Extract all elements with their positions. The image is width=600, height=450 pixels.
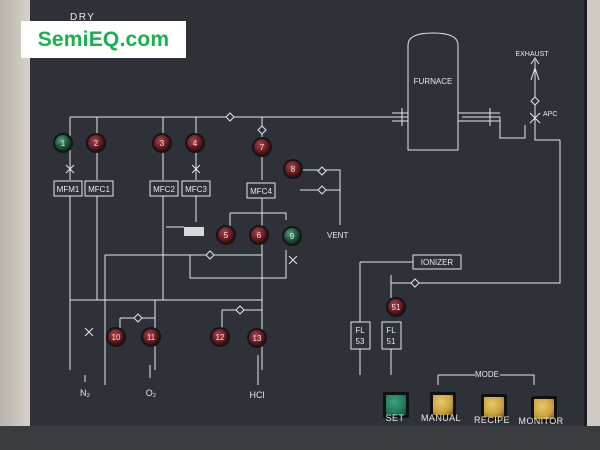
vent-label: VENT — [327, 231, 348, 240]
filter-boxes: FL 53 FL 51 — [350, 321, 402, 350]
valve-51-button[interactable]: 51 — [386, 297, 406, 317]
valve-number-label: 12 — [216, 333, 225, 342]
mfc1-label: MFC1 — [88, 185, 110, 194]
mfm1-label: MFM1 — [57, 185, 80, 194]
fl51-line2: 51 — [387, 337, 396, 346]
valve-number-label: 6 — [257, 231, 262, 240]
valve-number-label: 11 — [147, 333, 156, 342]
mfc2-label: MFC2 — [153, 185, 175, 194]
valve-2-button[interactable]: 2 — [86, 133, 106, 153]
set-label: SET — [385, 413, 405, 423]
cabinet-frame-right — [584, 0, 600, 450]
valve-10-button[interactable]: 10 — [106, 327, 126, 347]
valve-number-label: 3 — [160, 139, 165, 148]
fl53-line1: FL — [355, 326, 365, 335]
valve-6-button[interactable]: 6 — [249, 225, 269, 245]
valve-number-label: 2 — [94, 139, 99, 148]
set-button[interactable] — [383, 392, 409, 418]
valve-number-label: 5 — [224, 231, 229, 240]
furnace-label: FURNACE — [414, 77, 453, 86]
fl53-line2: 53 — [356, 337, 365, 346]
valve-number-label: 13 — [253, 334, 262, 343]
valve-number-label: 4 — [193, 139, 198, 148]
hcl-inlet-label: HCl — [250, 390, 265, 400]
o2-inlet-label: O₂ — [146, 388, 157, 398]
fl51-line1: FL — [386, 326, 396, 335]
valve-11-button[interactable]: 11 — [141, 327, 161, 347]
mfc3-label: MFC3 — [185, 185, 207, 194]
valve-5-button[interactable]: 5 — [216, 225, 236, 245]
mode-bracket — [437, 374, 535, 385]
exhaust-label: EXHAUST — [515, 51, 549, 58]
furnace-symbol — [392, 32, 500, 151]
manual-label: MANUAL — [421, 413, 461, 423]
monitor-button[interactable] — [531, 396, 557, 422]
apc-label: APC — [543, 111, 557, 118]
mfc4-label: MFC4 — [250, 187, 272, 196]
monitor-label: MONITOR — [518, 416, 564, 426]
valve-9-button[interactable]: 9 — [282, 226, 302, 246]
mode-label: MODE — [475, 370, 499, 379]
manual-button[interactable] — [430, 392, 456, 418]
valve-13-button[interactable]: 13 — [247, 328, 267, 348]
ionizer-box — [412, 254, 462, 270]
ionizer-label: IONIZER — [421, 258, 454, 267]
valve-number-label: 10 — [112, 333, 121, 342]
semieq-logo: SemiEQ.com — [21, 21, 186, 58]
cabinet-frame-left — [0, 0, 30, 450]
n2-inlet-label: N₂ — [80, 388, 90, 398]
panel-title: DRY — [70, 12, 95, 23]
cabinet-frame-bottom — [0, 426, 600, 450]
gas-control-panel — [30, 0, 587, 436]
recipe-button[interactable] — [481, 394, 507, 420]
valve-1-button[interactable]: 1 — [53, 133, 73, 153]
valve-number-label: 51 — [392, 303, 401, 312]
exhaust-arrow-icon — [530, 57, 540, 81]
valve-4-button[interactable]: 4 — [185, 133, 205, 153]
fittings — [65, 96, 541, 337]
valve-3-button[interactable]: 3 — [152, 133, 172, 153]
valve-12-button[interactable]: 12 — [210, 327, 230, 347]
valve-7-button[interactable]: 7 — [252, 137, 272, 157]
recipe-label: RECIPE — [474, 415, 510, 425]
indicator-strip — [184, 227, 204, 236]
valve-8-button[interactable]: 8 — [283, 159, 303, 179]
valve-number-label: 9 — [290, 232, 295, 241]
valve-number-label: 1 — [61, 139, 66, 148]
mfc-boxes: MFM1 MFC1 MFC2 MFC3 MFC4 — [53, 180, 276, 199]
valve-number-label: 7 — [260, 143, 265, 152]
valve-number-label: 8 — [291, 165, 296, 174]
logo-text: SemiEQ.com — [37, 27, 170, 51]
